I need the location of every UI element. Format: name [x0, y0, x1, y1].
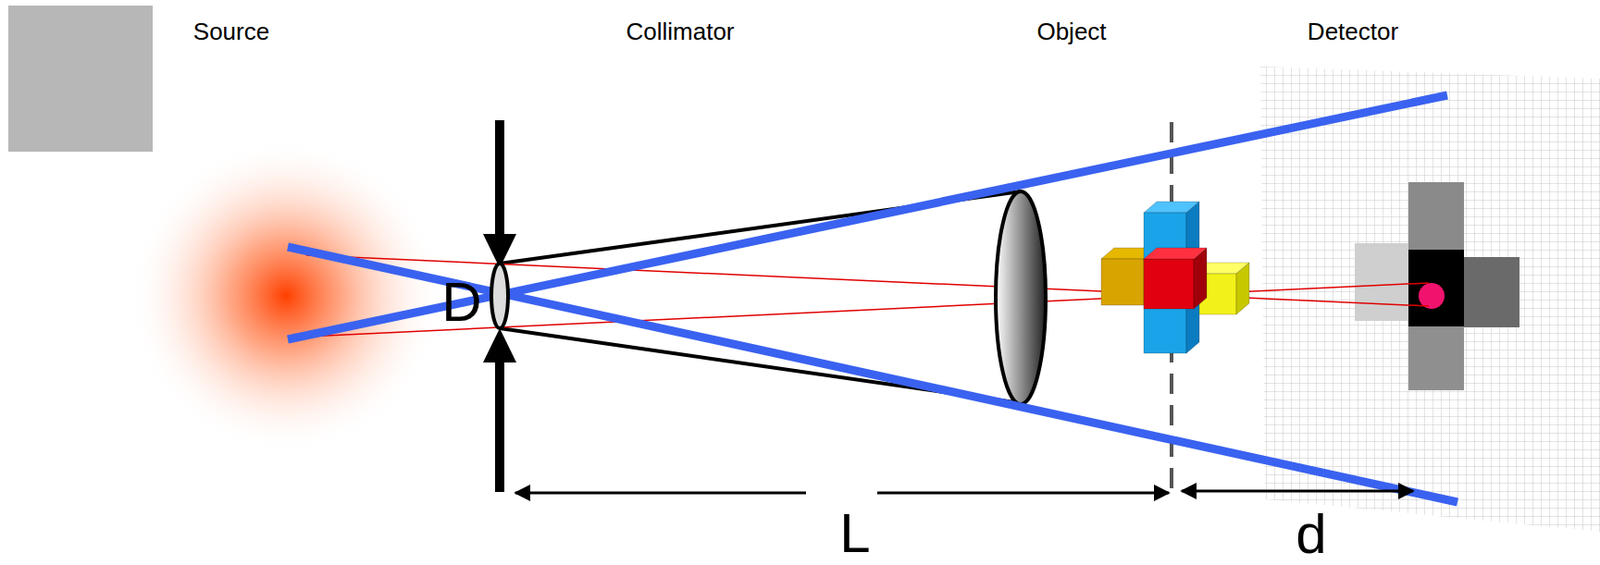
dimension-label: L: [839, 506, 870, 562]
dimension-label: d: [1295, 507, 1327, 563]
detector-grid: [1260, 66, 1600, 533]
collimator: [483, 120, 517, 493]
object-cubes: [1101, 201, 1250, 354]
blue-beam: [287, 247, 1458, 503]
dimension-line: [1181, 490, 1414, 494]
detector-cross: [1354, 182, 1520, 391]
part-name: Collimator: [625, 19, 734, 44]
part-name: Detector: [1307, 19, 1399, 44]
lens: [995, 191, 1046, 405]
part-name: Object: [1036, 19, 1106, 44]
blue-beam: [287, 95, 1448, 340]
part-name: Source: [193, 19, 270, 44]
dimension-label: D: [441, 274, 482, 331]
dimension-line: [515, 492, 807, 496]
grey-square: [8, 5, 153, 152]
dimension-line: [877, 492, 1169, 496]
source-glow: [128, 138, 444, 454]
